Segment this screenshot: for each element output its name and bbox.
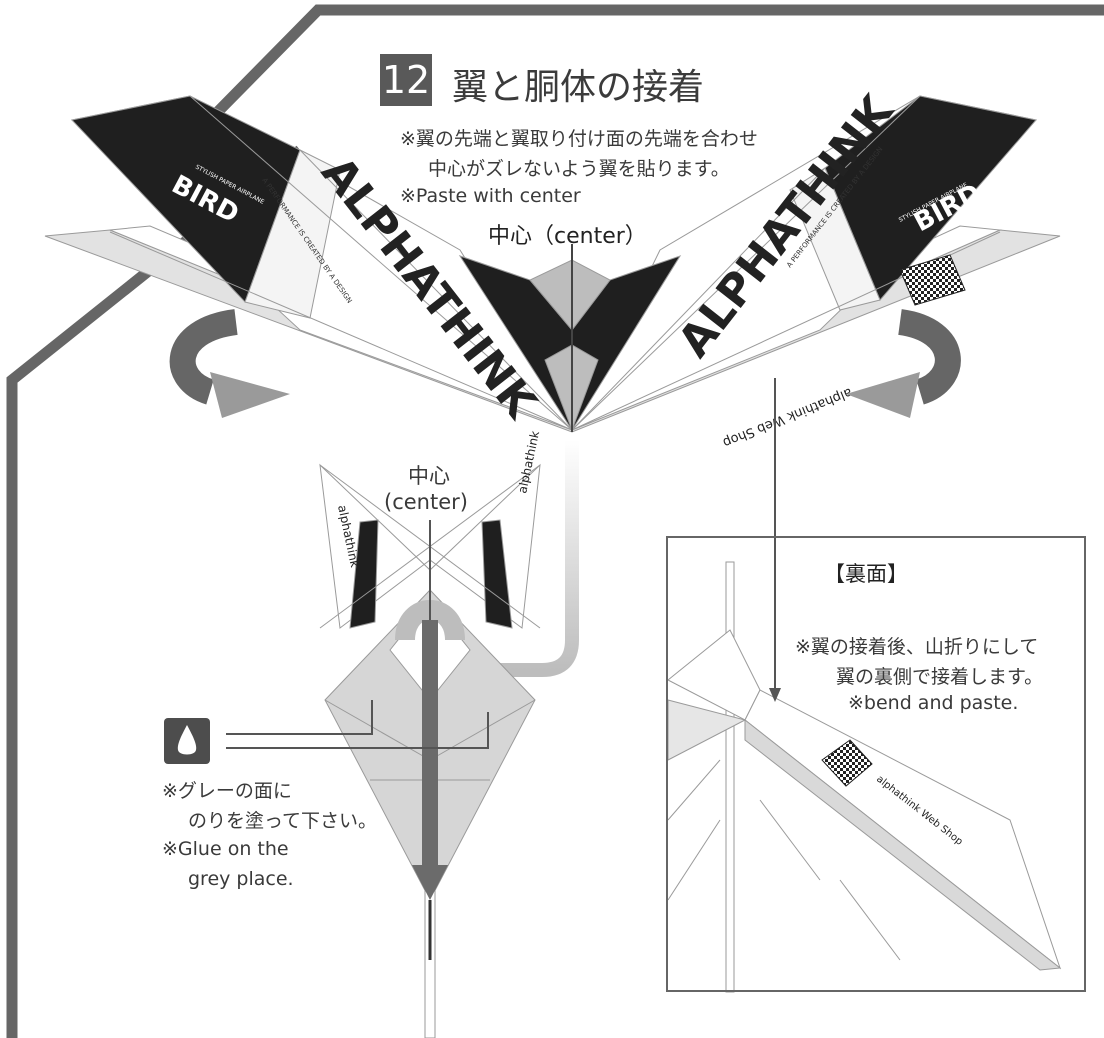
wing-sheet [44, 95, 1061, 433]
tail-center-sublabel: (center) [384, 490, 468, 514]
rotate-arrows [169, 309, 961, 418]
back-note-line-3: ※bend and paste. [848, 692, 1019, 714]
back-qr-code [821, 739, 873, 787]
instruction-line-1: ※翼の先端と翼取り付け面の先端を合わせ [400, 128, 758, 150]
glue-pointers [226, 700, 489, 749]
center-guide-path [500, 440, 579, 677]
down-arrow [412, 620, 448, 900]
shop-text: alphathink Web Shop [720, 384, 854, 450]
back-view-drawing: alphathink Web Shop [667, 561, 1062, 993]
instruction-line-3: ※Paste with center [400, 185, 581, 207]
glue-note-line-2: のりを塗って下さい。 [188, 810, 378, 832]
back-view-panel [666, 536, 1086, 992]
step-number: 12 [380, 54, 432, 106]
back-note-line-1: ※翼の接着後、山折りにして [795, 636, 1039, 658]
tail-center-label: 中心 [408, 464, 450, 488]
glue-note-line-3: ※Glue on the [162, 838, 289, 860]
glue-note-line-4: grey place. [188, 868, 294, 890]
instruction-line-2: 中心がズレないよう翼を貼ります。 [428, 158, 730, 180]
center-label: 中心（center） [488, 224, 647, 249]
right-rotate-arrow [897, 309, 961, 405]
glue-note-line-1: ※グレーの面に [162, 780, 292, 802]
back-panel-title: 【裏面】 [824, 562, 908, 586]
left-rotate-arrow [169, 309, 239, 405]
water-drop-icon [164, 718, 210, 764]
step-title: 翼と胴体の接着 [452, 67, 705, 108]
back-pointer [769, 378, 781, 702]
back-note-line-2: 翼の裏側で接着します。 [836, 666, 1044, 688]
qr-code [899, 254, 966, 306]
